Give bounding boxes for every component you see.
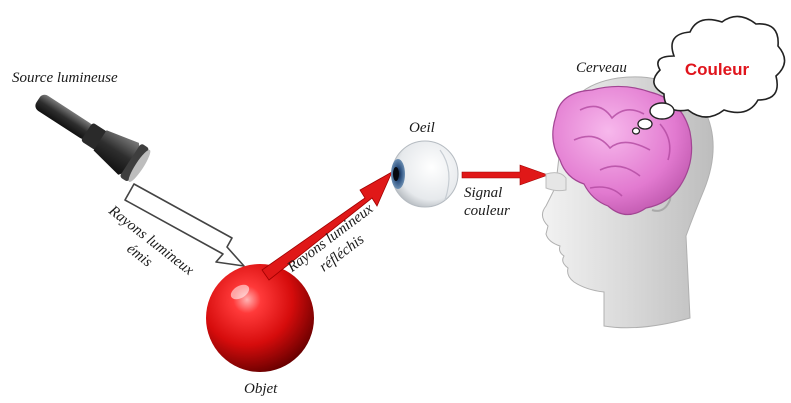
signal-label-line2: couleur — [464, 202, 510, 220]
source-label: Source lumineuse — [12, 70, 118, 87]
signal-label-line1: Signal — [464, 184, 510, 202]
brain-label: Cerveau — [576, 60, 627, 77]
flashlight-icon — [27, 83, 154, 185]
signal-label: Signal couleur — [464, 184, 510, 220]
thought-color-label: Couleur — [669, 60, 765, 80]
eye-icon — [391, 141, 458, 207]
eye-label: Oeil — [409, 120, 435, 137]
object-label: Objet — [244, 381, 277, 398]
signal-arrow — [462, 165, 548, 185]
